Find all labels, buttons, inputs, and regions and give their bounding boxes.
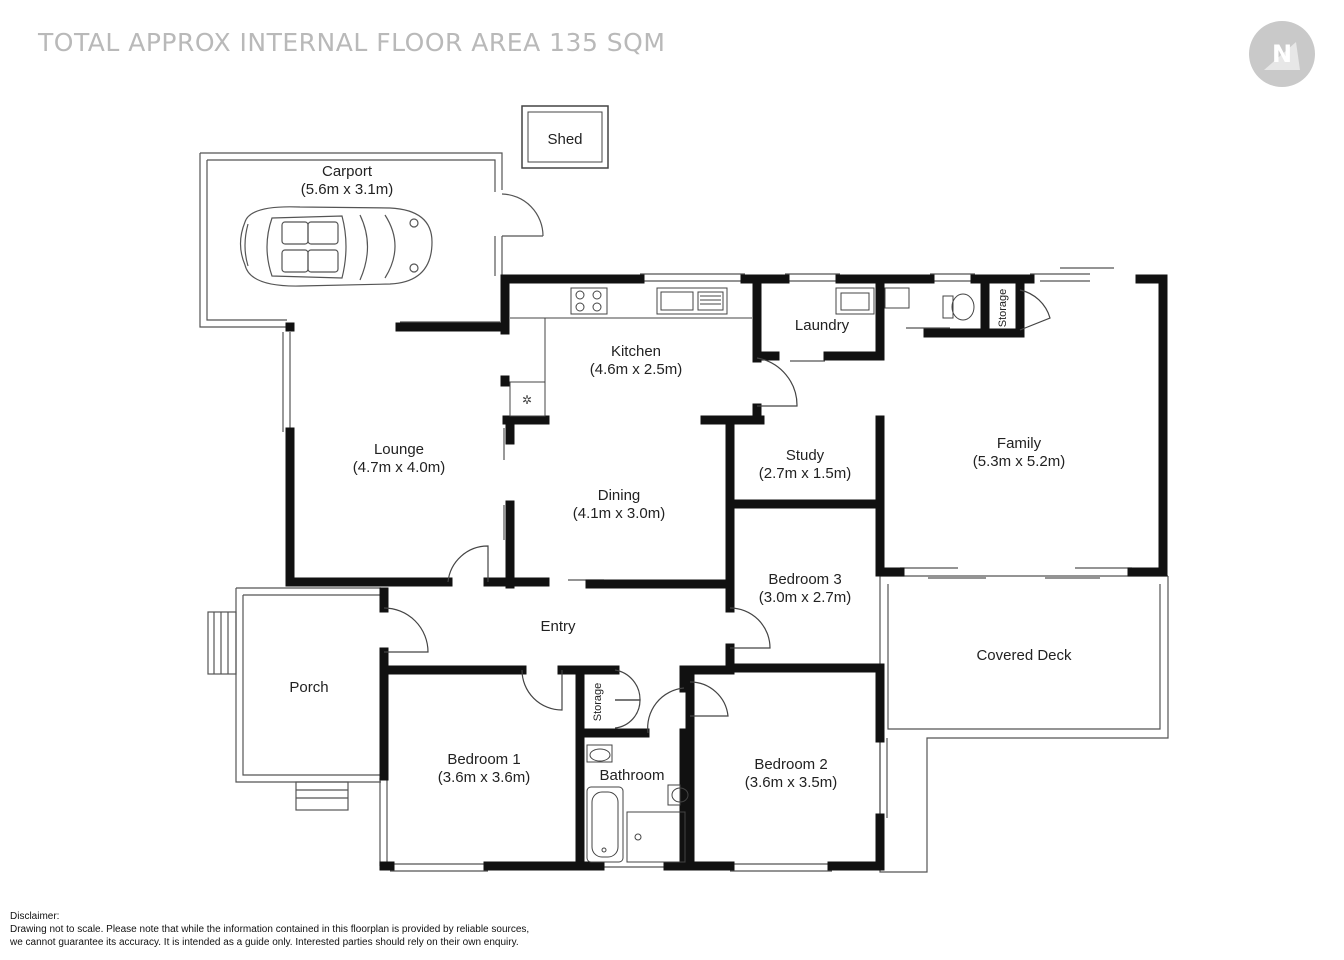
bedroom3-label: Bedroom 3 (768, 571, 841, 588)
dining-size: (4.1m x 3.0m) (573, 505, 666, 522)
disclaimer: Disclaimer: Drawing not to scale. Please… (10, 910, 529, 949)
thin-outlines (207, 267, 1169, 873)
shed-label: Shed (547, 131, 582, 148)
disclaimer-line-1: Drawing not to scale. Please note that w… (10, 924, 530, 935)
walls (285, 274, 1168, 871)
carport-label: Carport (322, 163, 373, 180)
carport (199, 152, 544, 328)
lounge-label: Lounge (374, 441, 424, 458)
study-label: Study (786, 447, 825, 464)
bathroom-label: Bathroom (599, 767, 664, 784)
lounge-size: (4.7m x 4.0m) (353, 459, 446, 476)
carport-size: (5.6m x 3.1m) (301, 181, 394, 198)
room-labels: Shed Carport (5.6m x 3.1m) Kitchen (4.6m… (289, 131, 1072, 791)
covered-deck-label: Covered Deck (976, 647, 1072, 664)
shed (521, 105, 609, 169)
laundry-label: Laundry (795, 317, 850, 334)
dining-label: Dining (598, 487, 641, 504)
bedroom1-label: Bedroom 1 (447, 751, 520, 768)
bedroom2-label: Bedroom 2 (754, 756, 827, 773)
compass-icon: N (1249, 21, 1315, 87)
storage-top-label: Storage (997, 289, 1009, 328)
disclaimer-title: Disclaimer: (10, 911, 60, 922)
entry-label: Entry (540, 618, 576, 635)
floor-area-title: TOTAL APPROX INTERNAL FLOOR AREA 135 SQM (38, 28, 666, 57)
doors (383, 289, 1051, 734)
study-size: (2.7m x 1.5m) (759, 465, 852, 482)
bedroom3-size: (3.0m x 2.7m) (759, 589, 852, 606)
bedroom1-size: (3.6m x 3.6m) (438, 769, 531, 786)
storage-hall-label: Storage (592, 683, 604, 722)
porch-label: Porch (289, 679, 328, 696)
family-label: Family (997, 435, 1042, 452)
kitchen-label: Kitchen (611, 343, 661, 360)
compass-letter: N (1272, 40, 1292, 68)
bathroom-fixtures (586, 744, 689, 863)
laundry-fixtures (835, 287, 975, 321)
bedroom2-size: (3.6m x 3.5m) (745, 774, 838, 791)
disclaimer-line-2: we cannot guarantee its accuracy. It is … (10, 937, 519, 948)
kitchen-fixtures: ✲ (509, 287, 752, 417)
kitchen-size: (4.6m x 2.5m) (590, 361, 683, 378)
car-icon (239, 206, 433, 287)
family-size: (5.3m x 5.2m) (973, 453, 1066, 470)
svg-text:✲: ✲ (522, 393, 532, 407)
